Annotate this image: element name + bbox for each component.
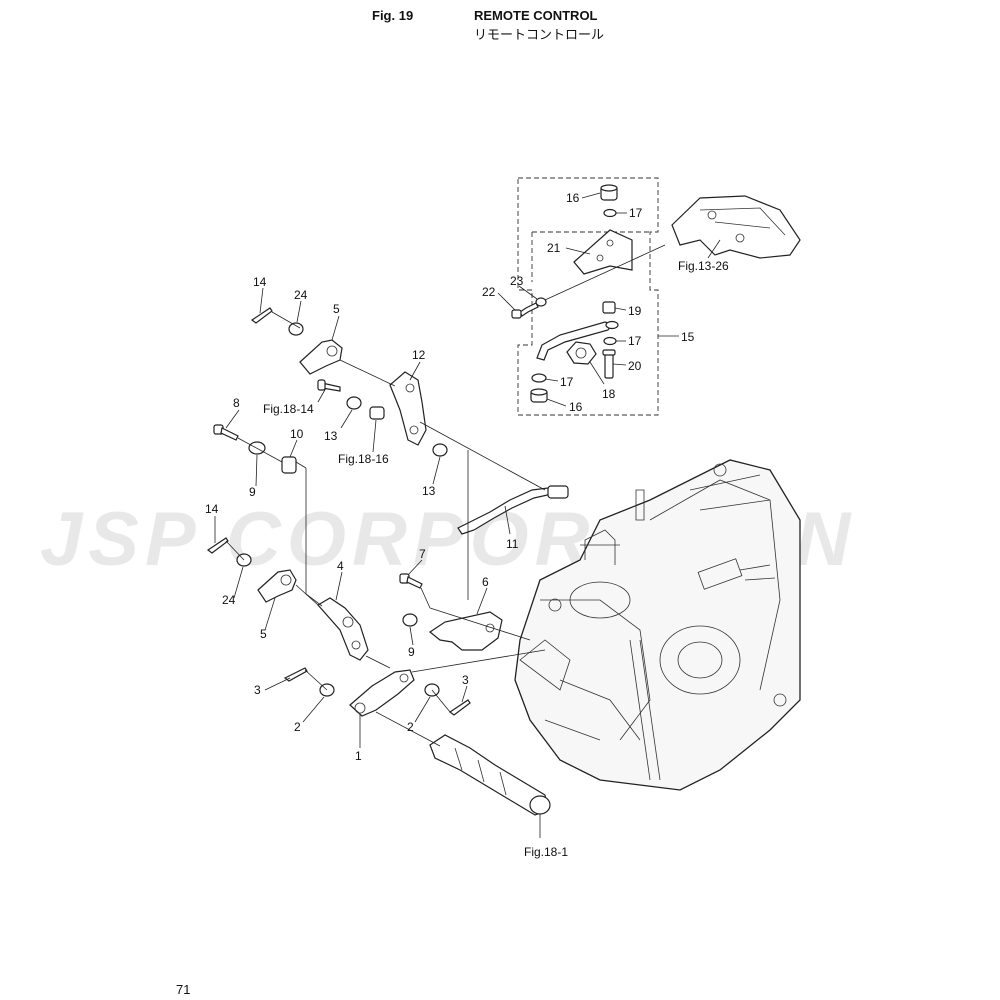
callout-13-right: 13 [422, 484, 436, 498]
part-14-pin-upper [250, 307, 273, 324]
assembly-lines [225, 244, 666, 747]
part-12-lever [389, 371, 427, 446]
callout-16-top: 16 [566, 191, 580, 205]
part-3-pin-left [283, 667, 308, 682]
callout-14-lower: 14 [205, 502, 219, 516]
part-7-bolt [399, 573, 423, 589]
part-collar-fig18-16 [369, 406, 385, 420]
callout-24-upper: 24 [294, 288, 308, 302]
callout-2-left: 2 [294, 720, 301, 734]
callout-1: 1 [355, 749, 362, 763]
callout-7: 7 [419, 547, 426, 561]
callout-13-left: 13 [324, 429, 338, 443]
part-1-arm [349, 669, 415, 717]
part-23-washer [535, 297, 547, 307]
callout-3-right: 3 [462, 673, 469, 687]
part-24-washer-upper [288, 322, 304, 336]
part-13-washer-right [432, 443, 448, 457]
callout-17-low: 17 [560, 375, 574, 389]
part-10-collar [281, 456, 297, 474]
callout-21: 21 [547, 241, 561, 255]
part-16-nut-low [530, 388, 548, 403]
engine-block [514, 459, 801, 791]
ref-fig18-14: Fig.18-14 [263, 402, 314, 416]
callout-15: 15 [681, 330, 695, 344]
callout-20: 20 [628, 359, 642, 373]
part-21-plate [573, 229, 633, 275]
callout-9-mid: 9 [408, 645, 415, 659]
leader-lines [214, 192, 721, 838]
callout-12: 12 [412, 348, 426, 362]
part-18-nut [566, 341, 597, 365]
callout-24-lower: 24 [222, 593, 236, 607]
callout-22: 22 [482, 285, 496, 299]
part-shaft-fig18-1 [429, 734, 551, 816]
callout-4: 4 [337, 559, 344, 573]
callout-labels: 14 24 5 12 13 13 11 8 9 10 14 24 5 4 7 9… [205, 191, 695, 763]
callout-17-mid: 17 [628, 334, 642, 348]
part-19-collar [602, 301, 616, 314]
callout-16-low: 16 [569, 400, 583, 414]
cross-references: Fig.13-26 Fig.18-14 Fig.18-16 Fig.18-1 [263, 259, 729, 859]
callout-17-top: 17 [629, 206, 643, 220]
callout-10: 10 [290, 427, 304, 441]
part-16-top-nut [600, 184, 618, 201]
bracket-fig13-26 [671, 195, 801, 259]
part-9-washer-mid [402, 613, 418, 627]
part-17-washer-low [531, 373, 547, 383]
part-17-washer-top [603, 208, 617, 218]
part-5-rod-end-lower [257, 569, 297, 603]
callout-18: 18 [602, 387, 616, 401]
part-14-pin-lower [206, 537, 229, 554]
figure-number: Fig. 19 [372, 8, 414, 23]
part-22-bolt [511, 302, 539, 319]
callout-6: 6 [482, 575, 489, 589]
part-6-bracket [428, 611, 503, 651]
callout-5-lower: 5 [260, 627, 267, 641]
ref-fig18-1: Fig.18-1 [524, 845, 568, 859]
part-20-bolt [602, 349, 616, 379]
assembly-15-outline [517, 177, 659, 416]
ref-fig13-26: Fig.13-26 [678, 259, 729, 273]
callout-5-upper: 5 [333, 302, 340, 316]
ref-fig18-16: Fig.18-16 [338, 452, 389, 466]
part-17-washer-mid [603, 320, 619, 346]
callout-11: 11 [506, 537, 519, 551]
part-13-washer-left [346, 396, 362, 410]
part-5-rod-end-upper [299, 339, 343, 375]
page-number: 71 [176, 982, 191, 997]
callout-8: 8 [233, 396, 240, 410]
figure-subtitle: リモートコントロール [474, 27, 605, 42]
part-screw-fig18-14 [317, 379, 341, 392]
callout-3-left: 3 [254, 683, 261, 697]
callout-2-right: 2 [407, 720, 414, 734]
callout-14-upper: 14 [253, 275, 267, 289]
part-8-bolt [213, 424, 239, 441]
part-4-lever [317, 597, 369, 661]
callout-23: 23 [510, 274, 524, 288]
callout-9-left: 9 [249, 485, 256, 499]
part-11-control-cable [457, 485, 569, 535]
part-3-pin-right [448, 699, 471, 716]
figure-title: REMOTE CONTROL [474, 8, 598, 23]
callout-19: 19 [628, 304, 642, 318]
